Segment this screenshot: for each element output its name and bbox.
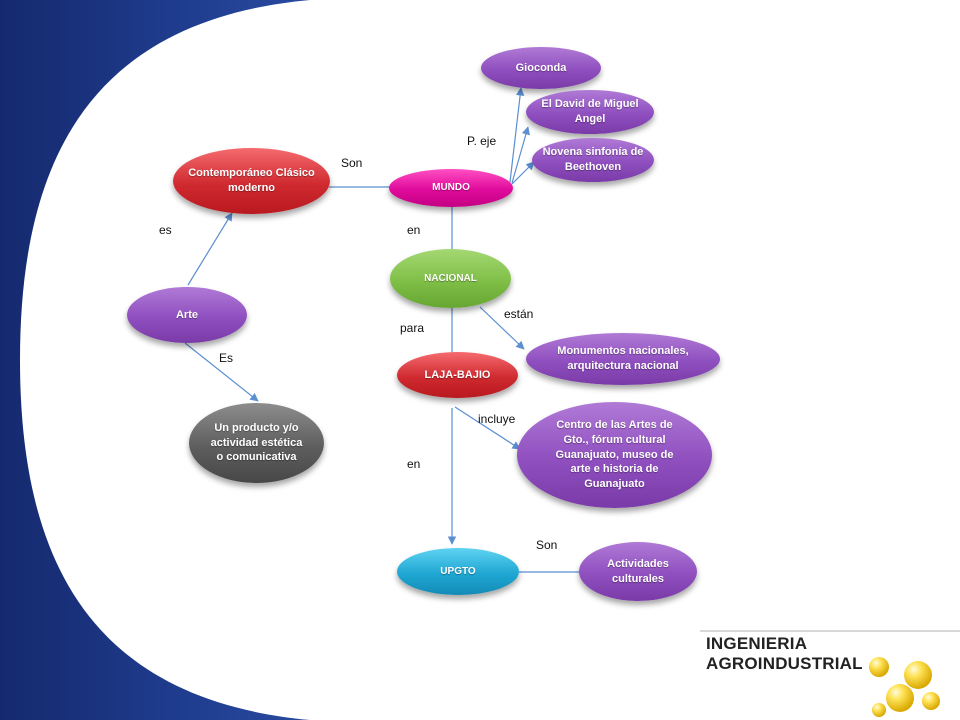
node-monumentos: Monumentos nacionales, arquitectura naci… bbox=[526, 333, 720, 385]
node-producto: Un producto y/o actividad estética o com… bbox=[189, 403, 324, 483]
label-p-eje: P. eje bbox=[467, 134, 497, 148]
edges bbox=[184, 87, 580, 573]
brand-title: INGENIERIA AGROINDUSTRIAL bbox=[706, 634, 863, 673]
node-arte: Arte bbox=[127, 287, 247, 343]
node-laja-bajio: LAJA-BAJIO bbox=[397, 352, 518, 398]
node-gioconda: Gioconda bbox=[481, 47, 601, 89]
label-para: para bbox=[400, 321, 425, 335]
node-nacional: NACIONAL bbox=[390, 249, 511, 308]
node-upgto: UPGTO bbox=[397, 548, 519, 595]
node-novena: Novena sinfonía de Beethoven bbox=[532, 138, 654, 182]
label-incluye: incluye bbox=[478, 412, 516, 426]
label-estan: están bbox=[504, 307, 534, 321]
label-es-cap: Es bbox=[219, 351, 234, 365]
label-es: es bbox=[159, 223, 172, 237]
label-en-2: en bbox=[407, 457, 421, 471]
decorative-bubbles bbox=[869, 657, 940, 717]
label-son-2: Son bbox=[536, 538, 558, 552]
label-son-1: Son bbox=[341, 156, 363, 170]
node-mundo: MUNDO bbox=[389, 169, 513, 207]
brand-underline bbox=[700, 630, 960, 632]
node-contemporaneo: Contemporáneo Clásico moderno bbox=[173, 148, 330, 214]
node-david: El David de Miguel Angel bbox=[526, 90, 654, 134]
node-actividades: Actividades culturales bbox=[579, 542, 697, 601]
label-en-1: en bbox=[407, 223, 421, 237]
node-centro: Centro de las Artes de Gto., fórum cultu… bbox=[517, 402, 712, 508]
